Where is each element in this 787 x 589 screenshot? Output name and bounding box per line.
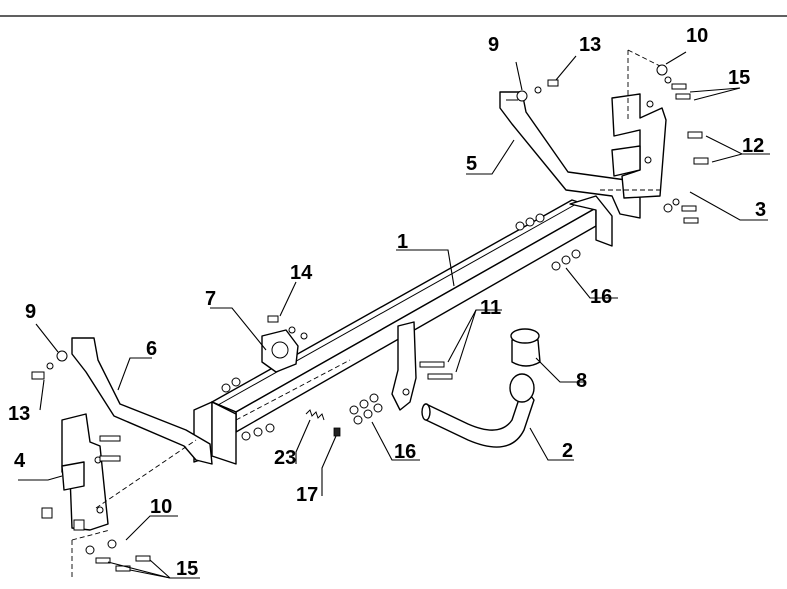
callout-9-left: 9 (25, 301, 36, 323)
callout-2: 2 (562, 440, 573, 462)
leader-lines (18, 51, 770, 579)
callout-14: 14 (290, 262, 313, 284)
left-mounting-plate (61, 413, 109, 531)
callout-labels: 1 2 3 4 5 6 7 8 9 9 10 10 11 12 13 13 14… (8, 25, 766, 580)
ball-mount-bracket (391, 321, 417, 411)
callout-23: 23 (274, 447, 296, 469)
callout-15-left: 15 (176, 558, 198, 580)
callout-1: 1 (397, 231, 408, 253)
left-side-bracket (71, 337, 213, 465)
ball-cover-cap (510, 328, 541, 367)
hardware-bolts (31, 64, 709, 572)
callout-7: 7 (205, 288, 216, 310)
callout-5: 5 (466, 153, 477, 175)
socket-plate (261, 329, 299, 373)
right-mounting-plate (611, 93, 667, 199)
callout-3: 3 (755, 199, 766, 221)
beam-right-end-plate (569, 195, 613, 247)
callout-4: 4 (14, 450, 26, 472)
callout-13-right: 13 (579, 34, 601, 56)
callout-15-right: 15 (728, 67, 750, 89)
callout-16-right: 16 (590, 286, 612, 308)
callout-17: 17 (296, 484, 318, 506)
callout-8: 8 (576, 370, 587, 392)
callout-6: 6 (146, 338, 157, 360)
callout-11: 11 (480, 297, 501, 319)
beam-left-flange (211, 401, 237, 465)
callout-16-center: 16 (394, 441, 416, 463)
callout-10-right: 10 (686, 25, 708, 47)
callout-12: 12 (742, 135, 764, 157)
right-side-bracket (499, 91, 641, 219)
callout-10-left: 10 (150, 496, 172, 518)
spring-clip (305, 409, 341, 437)
callout-9-right: 9 (488, 34, 499, 56)
detachable-ball-arm (421, 373, 535, 448)
callout-13-left: 13 (8, 403, 30, 425)
assembly-guide-lines (71, 49, 661, 580)
